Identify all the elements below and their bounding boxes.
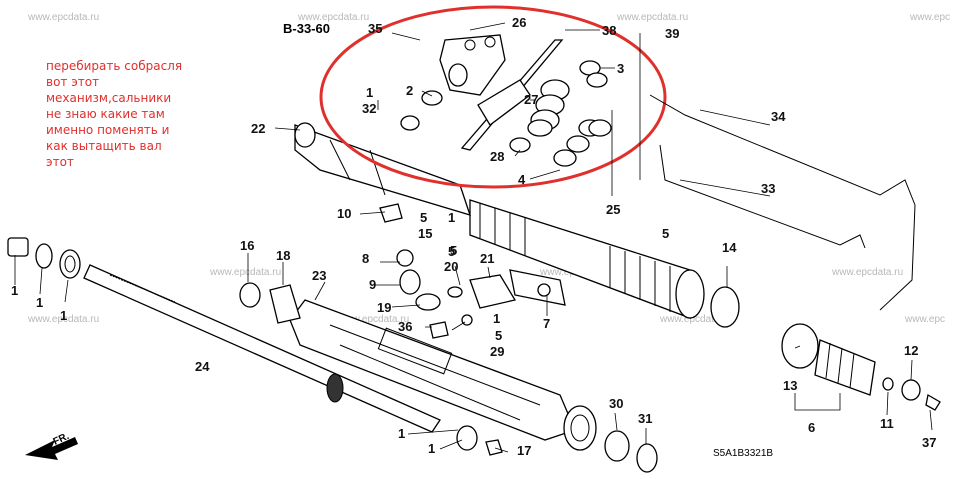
- reference-code: B-33-60: [283, 21, 330, 36]
- callout-number: 24: [195, 359, 210, 374]
- callout-number: 20: [444, 259, 458, 274]
- callout-number: 15: [418, 226, 432, 241]
- callout-number: 1: [60, 308, 67, 323]
- callout-number: 5: [662, 226, 669, 241]
- callout-number: 1: [36, 295, 43, 310]
- callout-number: 1: [11, 283, 18, 298]
- callout-number: 5: [448, 244, 455, 259]
- callout-number: 11: [880, 416, 894, 431]
- callout-number: 34: [771, 109, 786, 124]
- callout-number: 9: [369, 277, 376, 292]
- leader-lines: [14, 22, 933, 453]
- callout-number: 12: [904, 343, 918, 358]
- drawing-code: S5A1B3321B: [713, 448, 773, 459]
- callout-number: 23: [312, 268, 326, 283]
- callout-number: 35: [368, 21, 382, 36]
- callout-number: 27: [524, 92, 538, 107]
- callout-number: 7: [543, 316, 550, 331]
- callout-number: 3: [617, 61, 624, 76]
- callout-number: 25: [606, 202, 620, 217]
- callout-number: 4: [518, 172, 526, 187]
- callout-number: 1: [366, 85, 373, 100]
- callout-number: 5: [450, 243, 457, 258]
- callout-number: 32: [362, 101, 376, 116]
- watermark-text: www.epcdata.ru: [616, 12, 688, 23]
- yoke-parts: [379, 203, 566, 339]
- watermark-text: www.epcdata.ru: [297, 12, 369, 23]
- watermark-text: www.epcdata.ru: [27, 314, 99, 325]
- callout-number: 5: [420, 210, 427, 225]
- callout-number: 14: [722, 240, 737, 255]
- watermark-text: www.epc: [904, 314, 945, 325]
- callout-number: 39: [665, 26, 679, 41]
- valve-housing: [294, 122, 472, 216]
- callout-number: 16: [240, 238, 254, 253]
- fluid-lines: [649, 94, 916, 311]
- left-seals: [7, 237, 81, 279]
- callout-number: 33: [761, 181, 775, 196]
- watermark-text: www.epcdata.ru: [27, 12, 99, 23]
- callout-number: 13: [783, 378, 797, 393]
- watermark-text: www.epcdata.ru: [831, 267, 903, 278]
- callout-number: 22: [251, 121, 265, 136]
- handwritten-annotation: перебирать собрасля вот этот механизм,са…: [46, 59, 183, 169]
- callout-number: 19: [377, 300, 391, 315]
- bottom-rings: [456, 425, 658, 473]
- front-arrow: FR.: [25, 431, 78, 460]
- watermark-text: www.epcdata.ru: [337, 314, 409, 325]
- watermark-text: www.epcdata.ru: [209, 267, 281, 278]
- callout-number: 1: [493, 311, 500, 326]
- callout-number: 30: [609, 396, 623, 411]
- callout-number: 5: [495, 328, 502, 343]
- tie-rod-boot: [710, 286, 941, 411]
- callout-number: 2: [406, 83, 413, 98]
- callout-number: 29: [490, 344, 504, 359]
- callout-number: 8: [362, 251, 369, 266]
- callout-number: 31: [638, 411, 652, 426]
- callout-number: 17: [517, 443, 531, 458]
- callout-numbers: 35 26 38 39 3 1 32 2 27 22 28 4 25 34 33…: [11, 15, 936, 458]
- highlight-ellipse: [319, 5, 667, 189]
- callout-number: 1: [398, 426, 405, 441]
- callout-number: 36: [398, 319, 412, 334]
- callout-number: 1: [448, 210, 455, 225]
- callout-number: 21: [480, 251, 494, 266]
- callout-number: 38: [602, 23, 616, 38]
- rings-bushings: [239, 282, 301, 324]
- rack-boot: [469, 199, 705, 319]
- callout-number: 1: [428, 441, 435, 456]
- callout-number: 28: [490, 149, 504, 164]
- callout-number: 26: [512, 15, 526, 30]
- callout-number: 18: [276, 248, 290, 263]
- pinion-valve-assembly: [400, 34, 612, 167]
- watermark-text: www.epcdata.ru: [659, 314, 731, 325]
- watermark-text: www.epc: [909, 12, 950, 23]
- callout-number: 37: [922, 435, 936, 450]
- callout-number: 10: [337, 206, 351, 221]
- callout-number: 6: [808, 420, 815, 435]
